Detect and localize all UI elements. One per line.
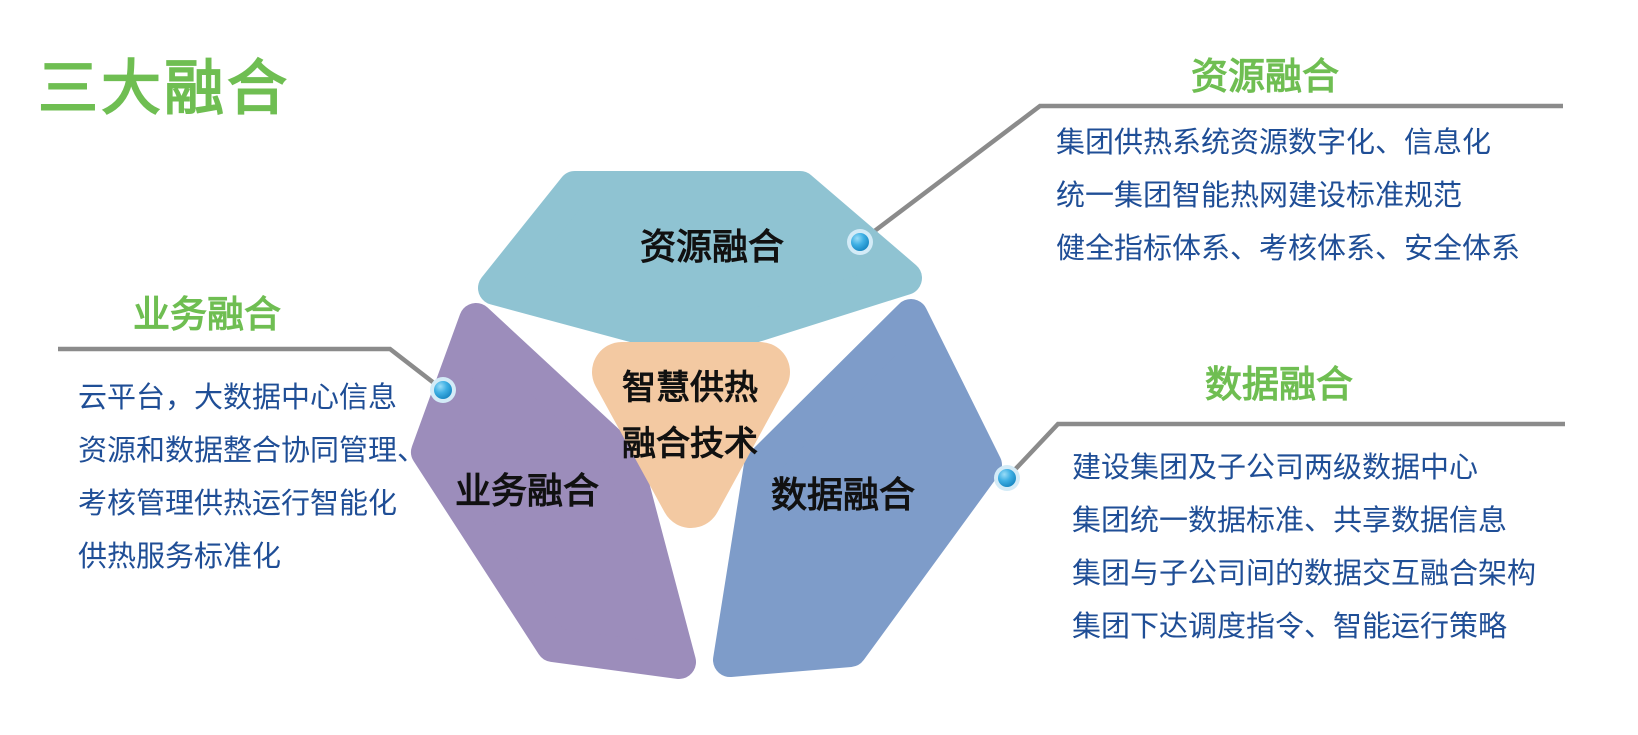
connector-dot-data bbox=[994, 465, 1020, 491]
callout-business-body: 云平台，大数据中心信息 资源和数据整合协同管理、 考核管理供热运行智能化 供热服… bbox=[78, 372, 426, 584]
connector-line-data bbox=[1005, 421, 1565, 480]
callout-data-line: 集团与子公司间的数据交互融合架构 bbox=[1072, 558, 1537, 590]
callout-business-line: 考核管理供热运行智能化 bbox=[78, 488, 398, 520]
page-title: 三大融合 bbox=[38, 55, 290, 122]
petal-resource-label: 资源融合 bbox=[639, 226, 784, 267]
callout-business-title: 业务融合 bbox=[133, 294, 281, 335]
center-triangle-shape bbox=[592, 342, 790, 528]
callout-resource-line: 健全指标体系、考核体系、安全体系 bbox=[1056, 233, 1521, 265]
callout-data-title: 数据融合 bbox=[1205, 364, 1353, 405]
connector-line-business bbox=[58, 346, 445, 392]
petal-resource-shape bbox=[478, 171, 922, 360]
callout-resource-line: 集团供热系统资源数字化、信息化 bbox=[1056, 127, 1492, 159]
callout-resource-line: 统一集团智能热网建设标准规范 bbox=[1056, 180, 1463, 212]
petal-business-shape bbox=[411, 303, 696, 679]
petal-data-shape bbox=[713, 299, 1002, 677]
callout-data-line: 集团统一数据标准、共享数据信息 bbox=[1072, 505, 1508, 537]
connector-dot-business bbox=[430, 377, 456, 403]
petal-data-label: 数据融合 bbox=[770, 474, 915, 515]
callout-business-line: 资源和数据整合协同管理、 bbox=[78, 435, 427, 467]
callout-business-line: 供热服务标准化 bbox=[78, 541, 282, 573]
callout-data-line: 建设集团及子公司两级数据中心 bbox=[1072, 452, 1479, 484]
connector-line-resource bbox=[858, 103, 1563, 244]
callout-data-line: 集团下达调度指令、智能运行策略 bbox=[1072, 611, 1508, 643]
center-triangle-line1: 智慧供热 bbox=[622, 369, 758, 407]
petal-business-label: 业务融合 bbox=[454, 470, 599, 511]
callout-business-line: 云平台，大数据中心信息 bbox=[78, 382, 398, 414]
center-triangle-line2: 融合技术 bbox=[622, 425, 758, 463]
callout-resource-body: 集团供热系统资源数字化、信息化 统一集团智能热网建设标准规范 健全指标体系、考核… bbox=[1056, 117, 1520, 276]
callout-data-body: 建设集团及子公司两级数据中心 集团统一数据标准、共享数据信息 集团与子公司间的数… bbox=[1072, 442, 1536, 654]
connector-dot-resource bbox=[847, 229, 873, 255]
callout-resource-title: 资源融合 bbox=[1191, 56, 1339, 97]
